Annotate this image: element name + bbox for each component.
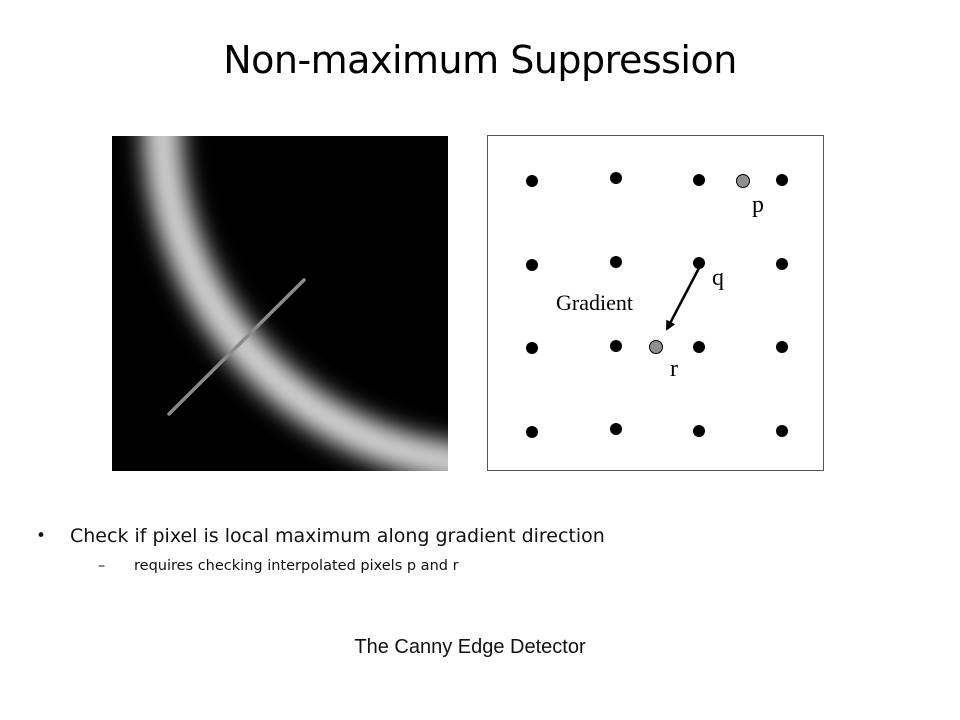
bullet-list: • Check if pixel is local maximum along …	[36, 520, 916, 578]
label-p: p	[752, 192, 764, 218]
sub-bullet-marker: –	[98, 558, 106, 574]
sub-bullet-item: – requires checking interpolated pixels …	[36, 554, 916, 578]
label-q: q	[712, 265, 724, 291]
bullet-marker: •	[36, 526, 47, 546]
edge-arc-svg	[112, 136, 448, 471]
pixel-dot	[693, 341, 705, 353]
pixel-dot	[526, 175, 538, 187]
label-r: r	[670, 356, 678, 382]
label-gradient: Gradient	[556, 290, 633, 315]
gradient-direction-line	[167, 278, 306, 416]
pixel-dot	[526, 259, 538, 271]
pixel-dot	[693, 425, 705, 437]
edge-magnitude-image	[112, 136, 448, 471]
pixel-dot	[610, 340, 622, 352]
pixel-dot	[776, 341, 788, 353]
interpolated-point-r	[649, 340, 663, 354]
pixel-dot	[693, 174, 705, 186]
pixel-dot	[776, 425, 788, 437]
pixel-dot	[610, 423, 622, 435]
pixel-dot	[526, 426, 538, 438]
bullet-text: Check if pixel is local maximum along gr…	[70, 525, 605, 547]
pixel-dot	[526, 342, 538, 354]
bullet-item: • Check if pixel is local maximum along …	[36, 520, 916, 552]
pixel-grid-diagram: p q r Gradient	[487, 135, 824, 471]
pixel-dot	[776, 174, 788, 186]
gradient-arrow	[665, 267, 701, 331]
interpolated-point-p	[736, 174, 750, 188]
pixel-grid-svg: p q r Gradient	[526, 172, 788, 438]
pixel-dot	[610, 172, 622, 184]
slide-title: Non-maximum Suppression	[223, 38, 737, 82]
pixel-dot-q	[693, 257, 705, 269]
slide-footer: The Canny Edge Detector	[354, 636, 586, 658]
pixel-dot	[776, 258, 788, 270]
sub-bullet-text: requires checking interpolated pixels p …	[134, 558, 459, 574]
pixel-dot	[610, 256, 622, 268]
